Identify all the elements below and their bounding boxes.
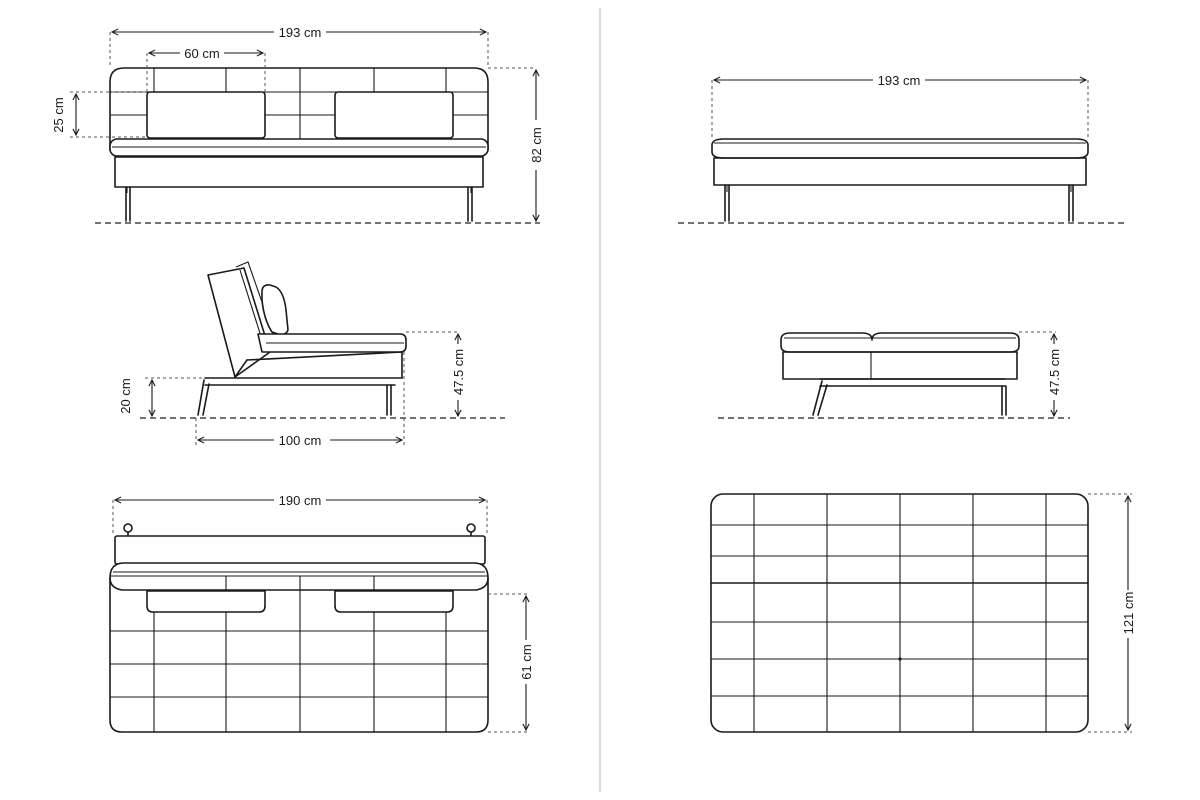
side-seat-height-label: 47.5 cm — [451, 349, 466, 395]
side-seat-clearance-label: 20 cm — [118, 378, 133, 413]
side-depth-label: 100 cm — [279, 433, 322, 448]
flat-side-seat-height-label: 47.5 cm — [1047, 349, 1062, 395]
flat-top-depth-label: 121 cm — [1121, 592, 1136, 635]
front-width-label: 193 cm — [279, 25, 322, 40]
front-total-height-label: 82 cm — [529, 127, 544, 162]
front-cushion-height-label: 25 cm — [51, 97, 66, 132]
sofa-front-view — [70, 32, 540, 224]
daybed-front-view — [678, 80, 1125, 224]
daybed-top-view — [710, 493, 1132, 733]
front-cushion-width-label: 60 cm — [184, 46, 219, 61]
daybed-side-view — [718, 331, 1070, 419]
sofa-side-view — [140, 261, 505, 446]
flat-front-width-label: 193 cm — [878, 73, 921, 88]
sofa-top-view — [109, 500, 528, 733]
top-width-label: 190 cm — [279, 493, 322, 508]
top-seat-depth-label: 61 cm — [519, 644, 534, 679]
